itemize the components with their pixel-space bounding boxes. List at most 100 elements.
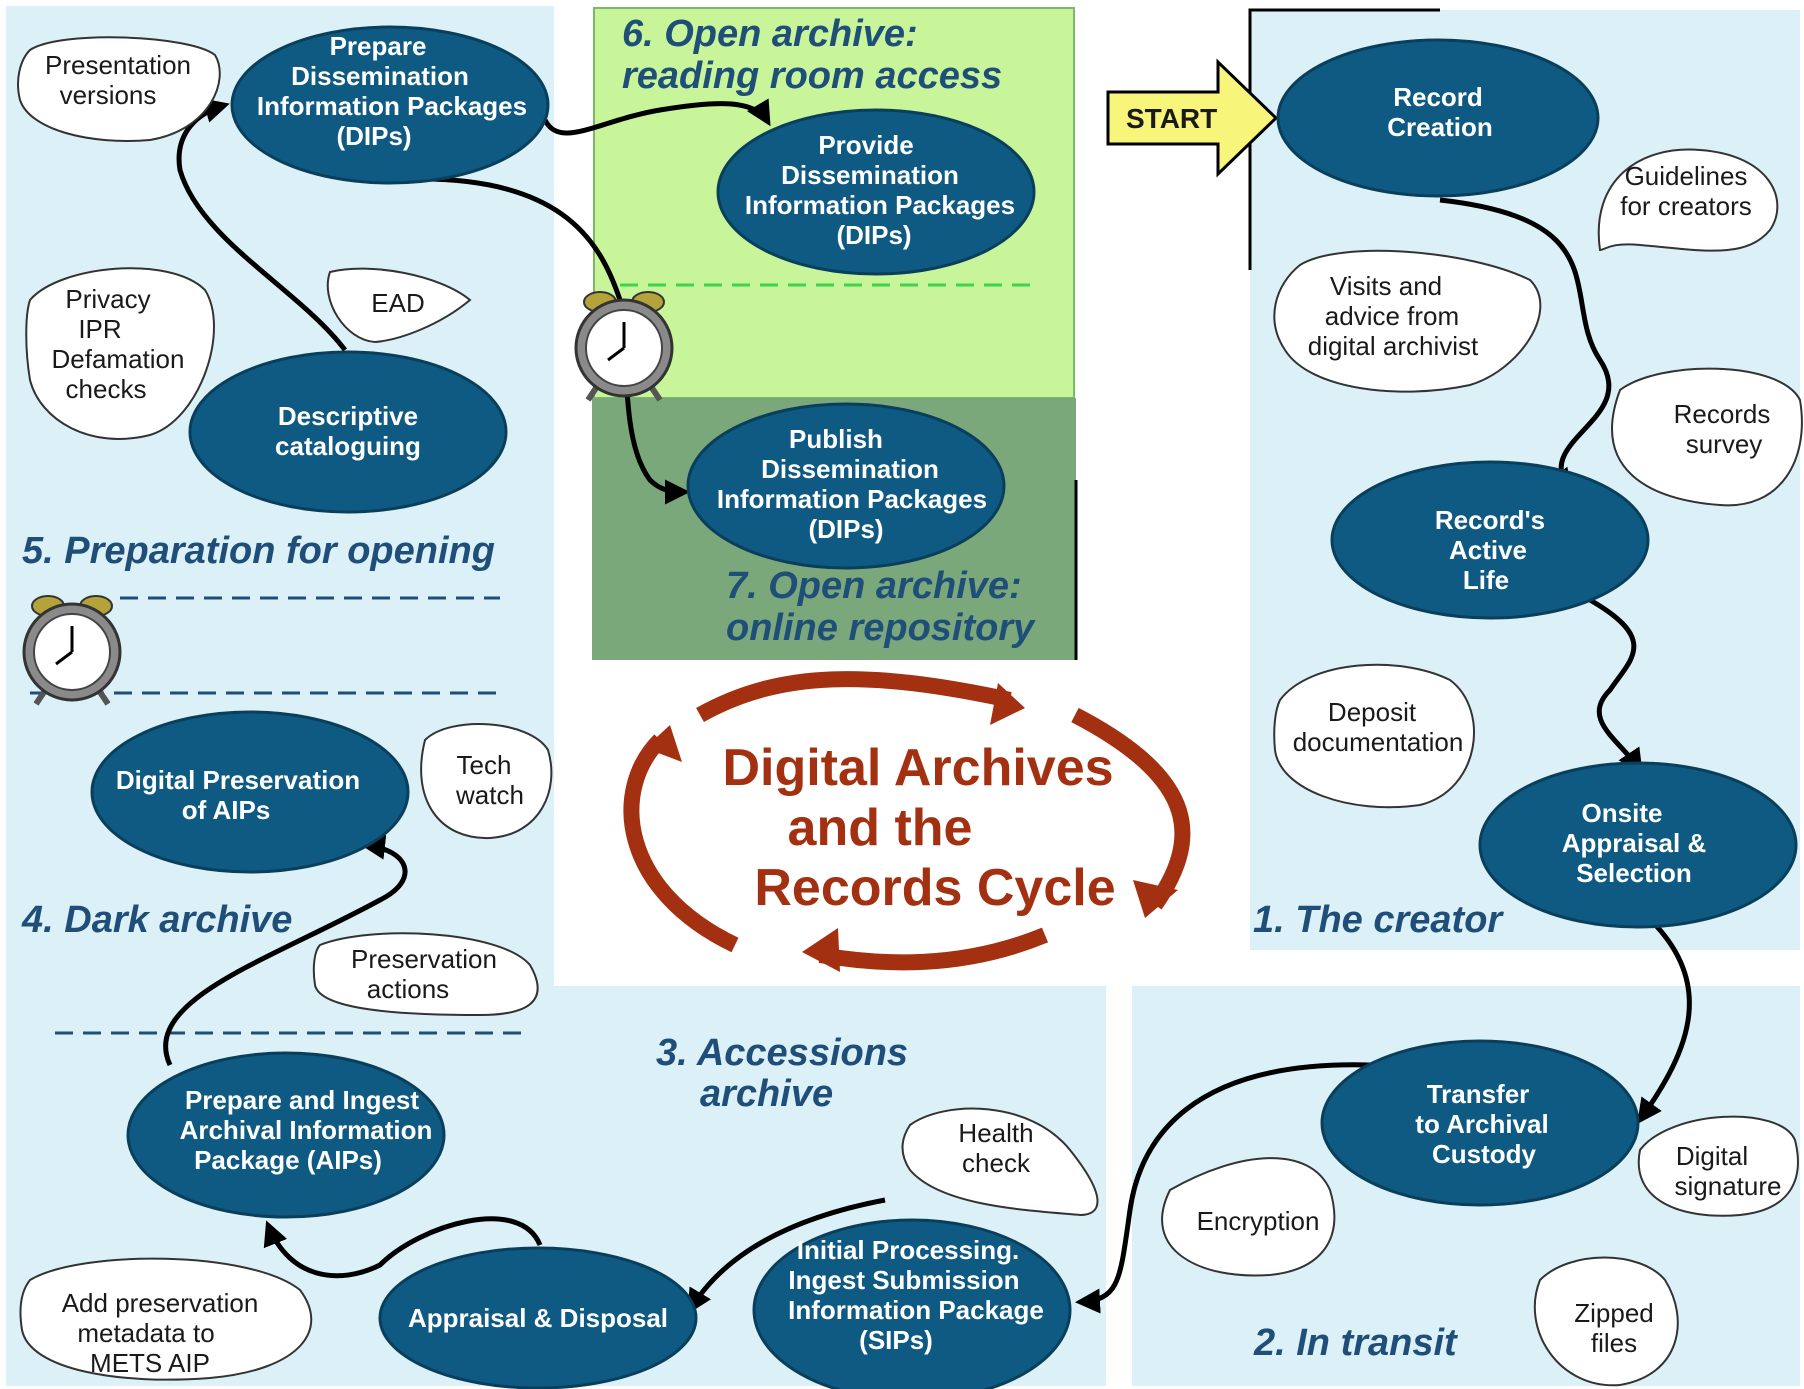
arrow-ingest-to-preservation	[163, 834, 408, 1067]
note-deposit-bubble	[1273, 663, 1475, 809]
cycle-arrowhead-top	[990, 683, 1025, 725]
note-digital-signature-line-2: signature	[1675, 1171, 1782, 1201]
initial-processing-line-1: Initial Processing.	[797, 1235, 1020, 1265]
zone-title-creator: 1. The creator	[1253, 899, 1504, 941]
note-privacy-bubble	[25, 267, 215, 440]
note-health-check-line-2: check	[962, 1148, 1031, 1178]
note-digital-signature-bubble	[1637, 1115, 1799, 1217]
onsite-appraisal-line-3: Selection	[1576, 858, 1692, 888]
note-preservation-actions-bubble	[312, 932, 539, 1017]
note-zipped-line-1: Zipped	[1574, 1298, 1654, 1328]
alarm-clock-icon	[576, 292, 672, 400]
digital-preservation-line-2: of AIPs	[182, 795, 271, 825]
start-label: START	[1126, 103, 1217, 134]
flow-arrows	[163, 98, 1692, 1315]
note-guidelines-bubble	[1597, 148, 1779, 252]
oval-publish-dips[interactable]	[686, 402, 1006, 570]
center-cycle	[623, 671, 1191, 972]
arrow-onsite-to-transfer	[1637, 908, 1692, 1125]
note-records-survey-line-2: survey	[1686, 429, 1763, 459]
active-life-line-3: Life	[1463, 565, 1509, 595]
zone-title-accessions-1: 3. Accessions	[656, 1032, 908, 1074]
note-labels: Guidelines for creators Visits and advic…	[45, 50, 1781, 1378]
note-digital-signature-line-1: Digital	[1676, 1141, 1748, 1171]
record-creation-line-1: Record	[1393, 82, 1483, 112]
oval-prepare-ingest[interactable]	[126, 1051, 446, 1219]
oval-onsite-appraisal[interactable]	[1478, 761, 1798, 929]
prepare-dips-line-2: Dissemination	[291, 61, 469, 91]
arrow-prepare-to-provide	[542, 98, 771, 136]
note-preservation-actions-line-2: actions	[367, 974, 449, 1004]
appraisal-disposal-label: Appraisal & Disposal	[408, 1303, 668, 1333]
note-presentation-line-1: Presentation	[45, 50, 191, 80]
oval-transfer[interactable]	[1320, 1039, 1640, 1207]
initial-processing-line-3: Information Package	[788, 1295, 1044, 1325]
arrow-transfer-to-initial	[1075, 1062, 1371, 1314]
prepare-ingest-line-1: Prepare and Ingest	[185, 1085, 419, 1115]
note-privacy-line-4: checks	[66, 374, 147, 404]
initial-processing-line-2: Ingest Submission	[788, 1265, 1019, 1295]
prepare-dips-line-1: Prepare	[330, 31, 427, 61]
note-add-preservation-line-2: metadata to	[77, 1318, 214, 1348]
zone-title-online-2: online repository	[726, 607, 1036, 649]
oval-appraisal-disposal[interactable]	[378, 1246, 698, 1389]
zone-title-online-1: 7. Open archive:	[726, 565, 1022, 607]
note-zipped-line-2: files	[1591, 1328, 1637, 1358]
center-title: Digital Archives and the Records Cycle	[722, 739, 1115, 917]
provide-dips-line-1: Provide	[818, 130, 913, 160]
oval-prepare-dips[interactable]	[230, 25, 550, 185]
note-zipped-bubble	[1533, 1256, 1679, 1387]
note-visits-line-1: Visits and	[1330, 271, 1442, 301]
note-visits-line-3: digital archivist	[1308, 331, 1479, 361]
note-add-preservation-line-3: METS AIP	[90, 1348, 210, 1378]
prepare-ingest-line-3: Package (AIPs)	[194, 1145, 382, 1175]
descriptive-cataloguing-line-1: Descriptive	[278, 401, 418, 431]
note-presentation-bubble	[17, 36, 221, 142]
zone-titles: 1. The creator 2. In transit 3. Accessio…	[21, 13, 1504, 1364]
note-privacy-line-3: Defamation	[52, 344, 185, 374]
note-tech-watch-line-2: watch	[455, 780, 524, 810]
descriptive-cataloguing-line-2: cataloguing	[275, 431, 421, 461]
note-preservation-actions-line-1: Preservation	[351, 944, 497, 974]
transfer-line-2: to Archival	[1415, 1109, 1548, 1139]
arrow-initial-to-appraisal	[687, 1197, 886, 1315]
oval-descriptive-cataloguing[interactable]	[188, 350, 508, 514]
note-privacy-line-2: IPR	[78, 314, 121, 344]
oval-provide-dips[interactable]	[716, 108, 1036, 276]
note-privacy-line-1: Privacy	[65, 284, 150, 314]
center-title-line-1: Digital Archives	[722, 739, 1113, 797]
note-tech-watch-line-1: Tech	[457, 750, 512, 780]
note-add-preservation-bubble	[19, 1257, 313, 1381]
cycle-arrowhead-left	[645, 725, 682, 762]
transfer-line-3: Custody	[1432, 1139, 1537, 1169]
oval-digital-preservation[interactable]	[90, 710, 410, 874]
zone-creator-border	[1248, 8, 1440, 270]
note-guidelines-line-2: for creators	[1620, 191, 1752, 221]
note-records-survey-bubble	[1611, 367, 1803, 507]
prepare-dips-line-4: (DIPs)	[336, 121, 411, 151]
note-add-preservation-line-1: Add preservation	[62, 1288, 259, 1318]
active-life-line-2: Active	[1449, 535, 1527, 565]
oval-active-life[interactable]	[1330, 460, 1650, 620]
oval-initial-processing[interactable]	[752, 1218, 1072, 1389]
oval-record-creation[interactable]	[1276, 38, 1600, 198]
zone-title-reading-room-2: reading room access	[622, 55, 1002, 97]
notes	[17, 36, 1803, 1387]
cycle-arrow-left	[623, 734, 739, 953]
prepare-dips-line-3: Information Packages	[257, 91, 527, 121]
publish-dips-line-4: (DIPs)	[808, 514, 883, 544]
note-encryption-bubble	[1161, 1157, 1336, 1277]
center-title-line-3: Records Cycle	[754, 859, 1115, 917]
note-records-survey-line-1: Records	[1674, 399, 1771, 429]
process-ovals	[90, 25, 1798, 1389]
arrow-creation-to-active	[1439, 197, 1612, 494]
start-arrow-shape	[1106, 58, 1279, 178]
publish-dips-line-1: Publish	[789, 424, 883, 454]
provide-dips-line-2: Dissemination	[781, 160, 959, 190]
cycle-arrow-top	[696, 671, 1012, 722]
note-deposit-line-1: Deposit	[1328, 697, 1417, 727]
center-title-line-2: and the	[788, 799, 973, 857]
digital-preservation-line-1: Digital Preservation	[116, 765, 360, 795]
onsite-appraisal-line-1: Onsite	[1582, 798, 1663, 828]
